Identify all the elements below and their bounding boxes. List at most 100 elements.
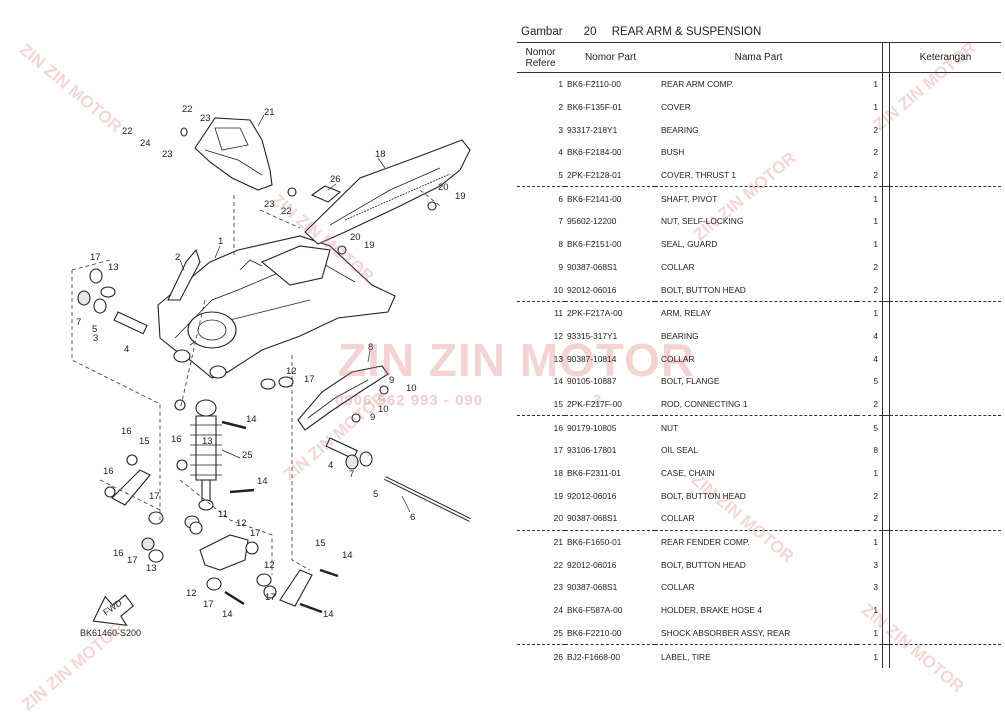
- exploded-parts-diagram: 1 2 3 4 4 5 5 6 7 7 8 9 9 10 10 11 12 12…: [71, 104, 471, 638]
- fwd-arrow-icon: FWD: [92, 594, 135, 627]
- chain-case-part: [304, 139, 471, 245]
- callout-5b: 5: [373, 489, 378, 500]
- part-name-cell: REAR ARM COMP.: [661, 79, 734, 90]
- callout-14: 14: [246, 414, 257, 425]
- qty-cell: 4: [857, 324, 883, 348]
- ref-cell: 21: [553, 537, 563, 548]
- callout-11: 11: [218, 509, 228, 520]
- blank-cell: [882, 439, 890, 462]
- blank-cell: [882, 210, 890, 233]
- note-cell: [890, 462, 1002, 485]
- part-name-cell: NUT: [661, 422, 679, 433]
- callout-9: 9: [389, 375, 394, 386]
- callout-25: 25: [242, 450, 253, 461]
- callout-14c: 14: [222, 609, 233, 620]
- note-cell: [890, 187, 1002, 210]
- callout-12d: 12: [264, 560, 275, 571]
- callout-17b: 17: [304, 374, 315, 385]
- blank-cell: [882, 118, 890, 142]
- callout-17c: 17: [149, 491, 160, 502]
- part-number-cell: 2PK-F217F-00: [565, 392, 655, 417]
- callout-22: 22: [182, 104, 193, 115]
- rear-fender-part: [194, 117, 273, 191]
- blank-cell: [882, 186, 890, 211]
- ref-cell: 3: [558, 124, 563, 135]
- qty-cell: 1: [857, 232, 883, 256]
- qty-cell: 3: [857, 576, 883, 599]
- qty-cell: 1: [857, 598, 883, 622]
- part-number-cell: BK6-F2311-01: [567, 468, 621, 479]
- part-number-cell: 2PK-F217A-00: [567, 308, 623, 319]
- gambar-number: 20: [583, 26, 597, 38]
- ref-cell: 23: [553, 582, 563, 593]
- note-cell: [890, 370, 1002, 393]
- ref-cell: 15: [517, 392, 565, 417]
- part-number-cell: BK6-F2184-00: [567, 147, 622, 158]
- part-number-cell: 90387-10814: [567, 353, 617, 364]
- blank-cell: [882, 232, 890, 256]
- note-cell: [890, 439, 1002, 462]
- blank-cell: [882, 392, 890, 417]
- callout-17d: 17: [250, 528, 261, 539]
- note-cell: [890, 141, 1002, 164]
- assembly-lines: [71, 189, 441, 575]
- note-cell: [890, 256, 1002, 279]
- part-name-cell: COLLAR: [655, 507, 857, 531]
- note-cell: [890, 325, 1002, 348]
- callout-19: 19: [455, 191, 466, 202]
- qty-cell: 2: [857, 507, 883, 531]
- part-number-cell: BK6-F2151-00: [567, 239, 622, 250]
- ref-cell: 1: [558, 79, 563, 90]
- blank-cell: [882, 369, 890, 393]
- figure-code: BK61460-S200: [80, 628, 141, 638]
- part-name-cell: BOLT, FLANGE: [661, 376, 720, 387]
- callout-9b: 9: [370, 412, 375, 423]
- part-name-cell: BEARING: [661, 330, 699, 341]
- part-name-cell: ROD, CONNECTING 1: [655, 392, 857, 417]
- blank-cell: [882, 553, 890, 577]
- callout-10: 10: [406, 383, 417, 394]
- qty-cell: 2: [857, 163, 883, 188]
- blank-cell: [882, 530, 890, 554]
- rear-arm-part: [157, 235, 396, 379]
- part-name-cell: ARM, RELAY: [661, 308, 712, 319]
- blank-cell: [882, 484, 890, 508]
- callout-6: 6: [410, 512, 415, 523]
- qty-cell: 2: [857, 484, 883, 508]
- header-part-name: Nama Part: [655, 42, 857, 73]
- part-name-cell: SEAL, GUARD: [661, 239, 718, 250]
- bolt-group: [221, 420, 339, 614]
- leader-lines: [179, 114, 411, 513]
- qty-cell: 8: [857, 439, 883, 462]
- callout-16d: 16: [113, 548, 124, 559]
- callout-5: 5: [92, 324, 97, 335]
- part-number-cell: 93317-218Y1: [567, 124, 618, 135]
- blank-cell: [882, 347, 890, 370]
- diagram-svg: 1 2 3 4 4 5 5 6 7 7 8 9 9 10 10 11 12 12…: [71, 104, 471, 638]
- note-cell: [890, 233, 1002, 256]
- part-name-cell: OIL SEAL: [661, 445, 698, 456]
- qty-cell: 4: [857, 347, 883, 370]
- ref-cell: 9: [558, 261, 563, 272]
- header-part-number: Nomor Part: [565, 42, 655, 73]
- callout-15: 15: [139, 436, 150, 447]
- callout-labels: 1 2 3 4 4 5 5 6 7 7 8 9 9 10 10 11 12 12…: [76, 104, 466, 620]
- gambar-label: Gambar: [521, 26, 563, 38]
- ref-cell: 13: [553, 353, 563, 364]
- callout-4: 4: [124, 344, 129, 355]
- note-cell: [889, 621, 1001, 646]
- part-name-cell: CASE, CHAIN: [661, 468, 715, 479]
- qty-cell: 5: [857, 369, 883, 393]
